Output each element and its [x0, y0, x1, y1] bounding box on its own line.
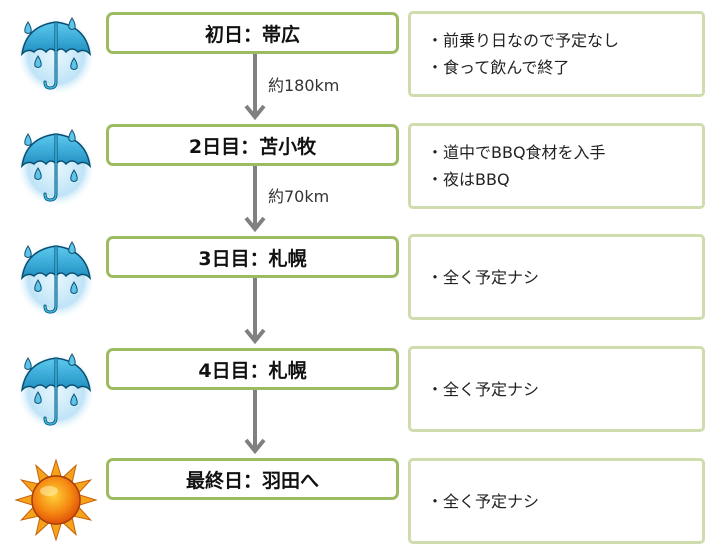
note-line: ・夜はBBQ — [427, 170, 510, 189]
day-box-5: 最終日：羽田へ — [106, 458, 399, 500]
note-line: ・全く予定ナシ — [427, 379, 540, 399]
umbrella-rain-icon — [14, 124, 98, 208]
distance-label: 約180km — [268, 76, 340, 95]
note-box-3: ・全く予定ナシ — [408, 234, 705, 320]
day-box-1: 初日：帯広 — [106, 12, 399, 54]
note-line: ・全く予定ナシ — [427, 491, 540, 511]
down-arrow — [244, 390, 266, 455]
umbrella-rain-icon — [14, 236, 98, 320]
umbrella-rain-icon — [14, 12, 98, 96]
day-title: 2日目：苫小牧 — [188, 135, 317, 158]
day-box-4: 4日目：札幌 — [106, 348, 399, 390]
note-line: ・全く予定ナシ — [427, 267, 540, 287]
down-arrow — [244, 54, 266, 121]
day-title: 最終日：羽田へ — [185, 469, 319, 492]
distance-label: 約70km — [268, 187, 330, 206]
sun-icon — [14, 458, 98, 542]
day-title: 3日目：札幌 — [198, 247, 307, 270]
down-arrow — [244, 166, 266, 233]
umbrella-rain-icon — [14, 348, 98, 432]
note-box-5: ・全く予定ナシ — [408, 458, 705, 544]
day-box-2: 2日目：苫小牧 — [106, 124, 399, 166]
note-line: ・道中でBBQ食材を入手 — [427, 143, 606, 162]
note-box-2: ・道中でBBQ食材を入手 ・夜はBBQ — [408, 123, 705, 209]
note-line: ・食って飲んで終了 — [427, 58, 570, 77]
day-title: 4日目：札幌 — [198, 359, 307, 382]
day-title: 初日：帯広 — [204, 23, 300, 46]
down-arrow — [244, 278, 266, 345]
note-line: ・前乗り日なので予定なし — [427, 31, 620, 50]
note-box-4: ・全く予定ナシ — [408, 346, 705, 432]
day-box-3: 3日目：札幌 — [106, 236, 399, 278]
note-box-1: ・前乗り日なので予定なし ・食って飲んで終了 — [408, 11, 705, 97]
